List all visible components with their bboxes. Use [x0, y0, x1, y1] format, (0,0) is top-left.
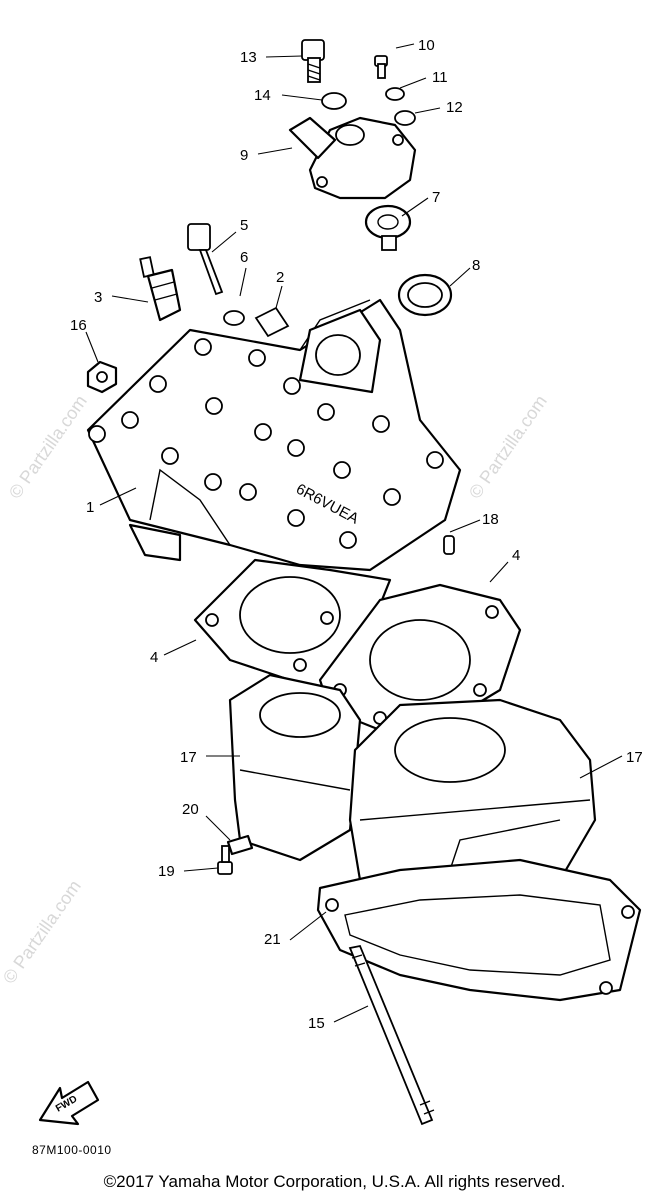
- callout-10: 10: [418, 37, 435, 54]
- part-12-washer: [394, 110, 416, 126]
- callout-12: 12: [446, 99, 463, 116]
- callout-3: 3: [94, 289, 102, 306]
- part-7-thermostat: [364, 204, 412, 251]
- callout-7: 7: [432, 189, 440, 206]
- part-13-bolt: [301, 39, 325, 83]
- callout-17: 17: [626, 749, 643, 766]
- part-8-seal: [397, 273, 453, 317]
- part-2-fitting: [254, 306, 290, 338]
- part-20-plate: [226, 834, 254, 856]
- part-15-stud: [348, 944, 435, 1126]
- callout-6: 6: [240, 249, 248, 266]
- callout-18: 18: [482, 511, 499, 528]
- part-21-base-gasket: [316, 858, 642, 1002]
- part-5-bolt: [187, 223, 224, 296]
- callout-17: 17: [180, 749, 197, 766]
- callout-11: 11: [432, 69, 448, 86]
- part-6-washer: [223, 310, 245, 326]
- callout-1: 1: [86, 499, 94, 516]
- part-16-nut: [86, 360, 118, 394]
- part-18-dowel: [443, 535, 455, 555]
- callout-4: 4: [150, 649, 158, 666]
- part-1-cylinder-head: [86, 298, 462, 572]
- callout-9: 9: [240, 147, 248, 164]
- part-14-washer: [321, 92, 347, 110]
- callout-16: 16: [70, 317, 87, 334]
- part-17-cylinder-right: [348, 698, 597, 902]
- callout-8: 8: [472, 257, 480, 274]
- part-19-bolt: [217, 845, 233, 875]
- part-9-thermostat-cover: [288, 116, 417, 200]
- callout-4: 4: [512, 547, 520, 564]
- callout-14: 14: [254, 87, 271, 104]
- part-11-washer: [385, 87, 405, 101]
- part-10-bolt: [374, 55, 388, 79]
- callout-20: 20: [182, 801, 199, 818]
- callout-13: 13: [240, 49, 257, 66]
- watermark: © Partzilla.com: [5, 391, 91, 502]
- callout-19: 19: [158, 863, 175, 880]
- fwd-arrow-icon: FWD: [38, 1080, 100, 1126]
- part-17-cylinder-left: [228, 673, 362, 862]
- callout-21: 21: [264, 931, 281, 948]
- diagram-code: 87M100-0010: [32, 1143, 112, 1157]
- watermark: © Partzilla.com: [0, 876, 85, 987]
- callout-15: 15: [308, 1015, 325, 1032]
- copyright-notice: ©2017 Yamaha Motor Corporation, U.S.A. A…: [103, 1172, 566, 1191]
- watermark: © Partzilla.com: [465, 391, 551, 502]
- callout-2: 2: [276, 269, 284, 286]
- leader-lines: [85, 43, 623, 1023]
- callouts: 1 2 3 4 4 5 6 7 8 9 10 11 12 13 14 15 16…: [70, 37, 643, 1032]
- part-3-spark-plug: [139, 256, 182, 322]
- callout-5: 5: [240, 217, 248, 234]
